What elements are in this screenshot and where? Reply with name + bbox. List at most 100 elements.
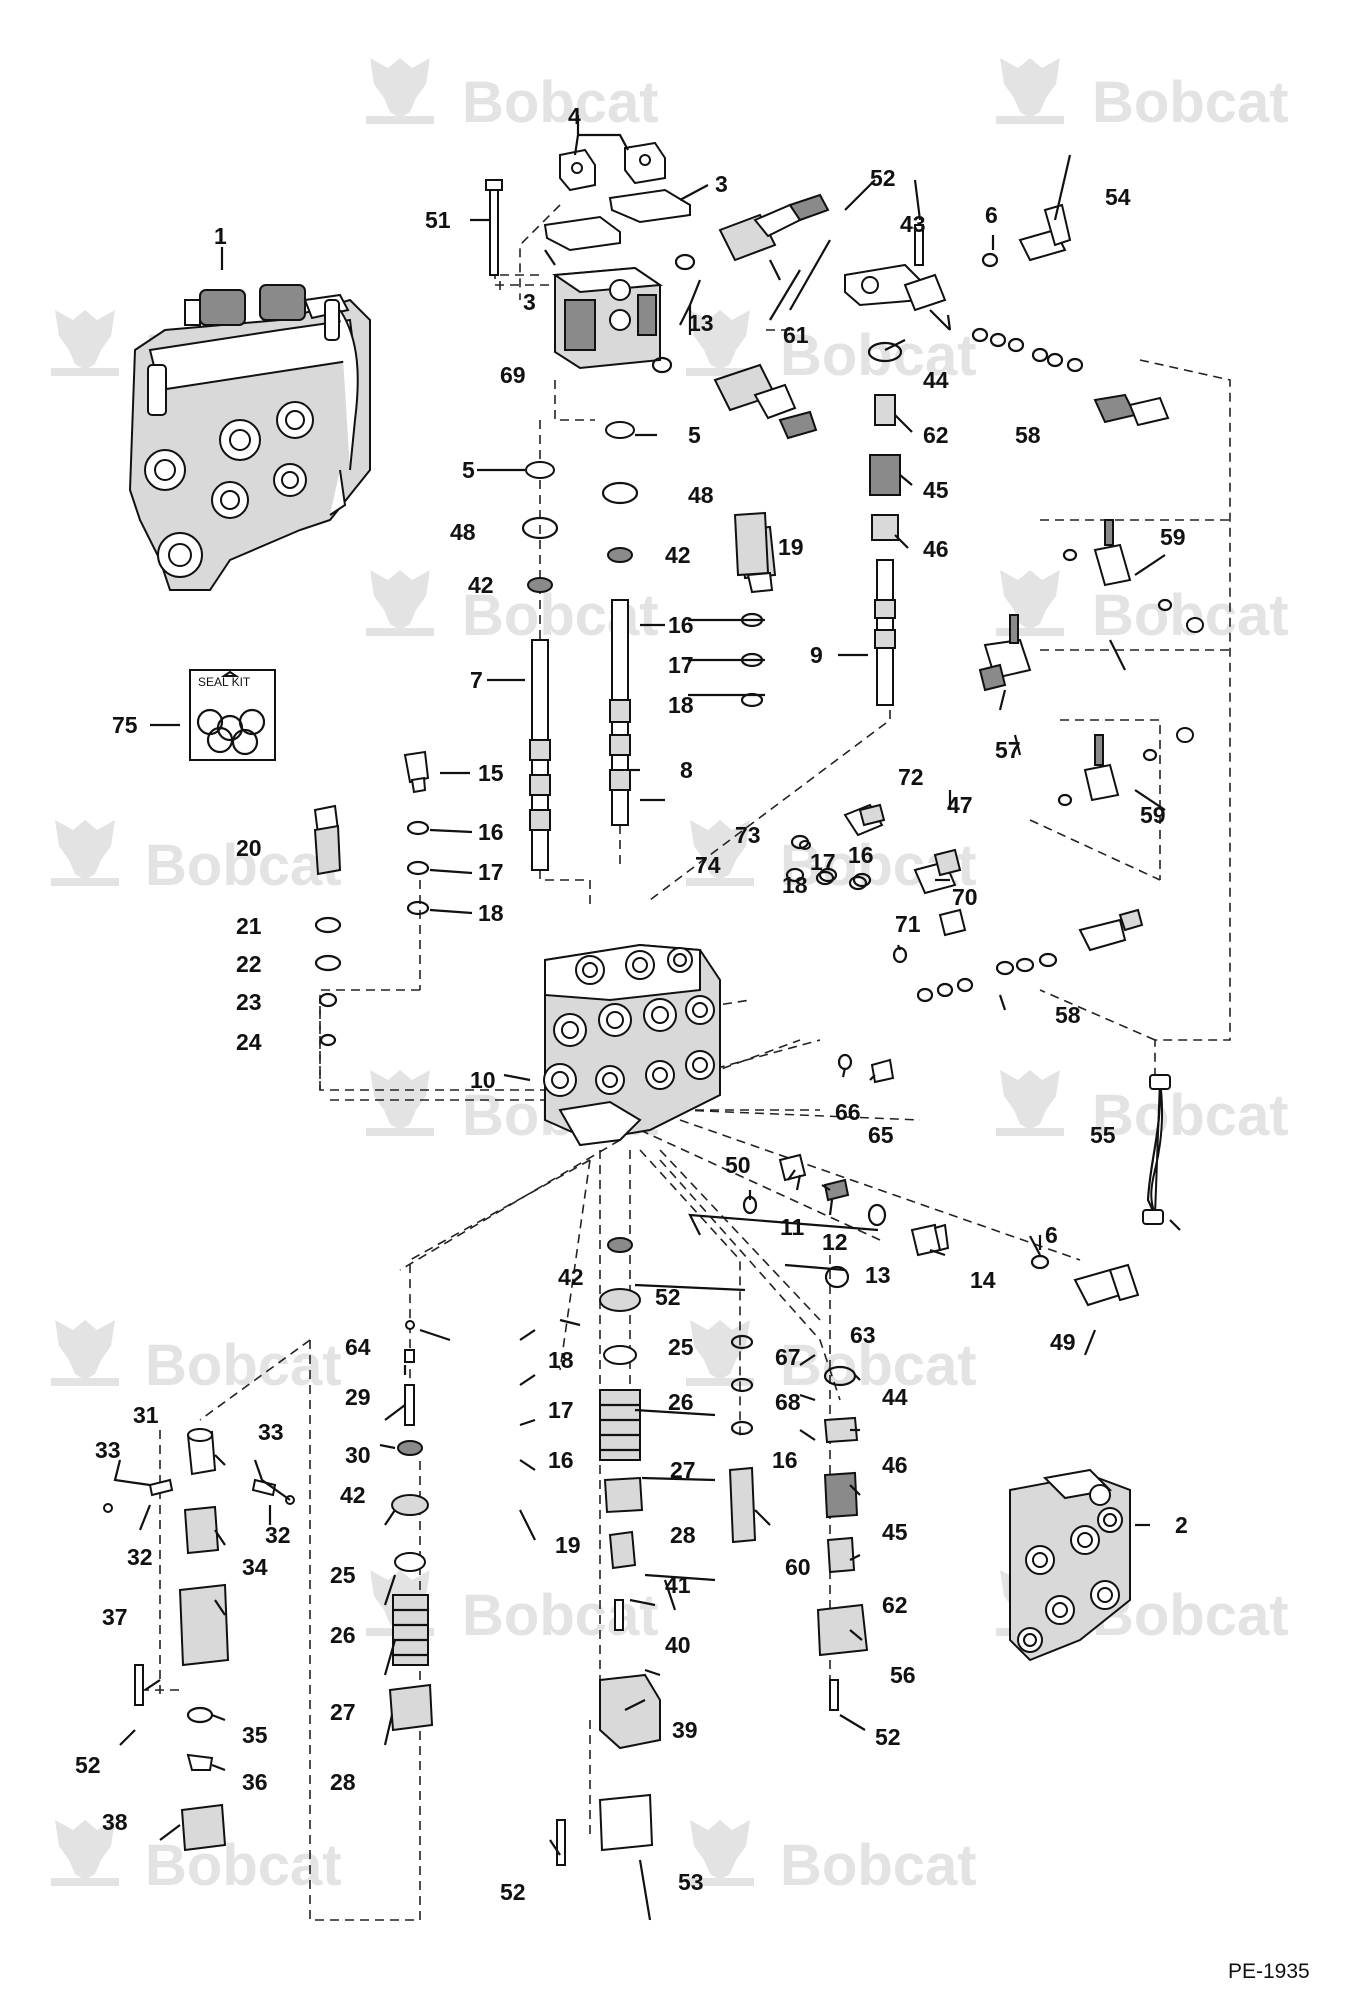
callout-44: 44 [882,1384,908,1410]
callout-17: 17 [668,652,694,678]
callout-21: 21 [236,913,262,939]
watermark-logo: Bobcat [366,58,659,135]
watermark-logo: Bobcat [51,820,342,898]
callout-61: 61 [783,322,809,348]
callout-44: 44 [923,367,949,393]
reference-code: PE-1935 [1228,1960,1310,1983]
callout-3: 3 [715,171,728,197]
callout-13: 13 [688,310,714,336]
callout-36: 36 [242,1769,268,1795]
callout-5: 5 [688,422,701,448]
callout-47: 47 [947,792,973,818]
watermark-logo: Bobcat [686,310,977,388]
callout-16: 16 [548,1447,574,1473]
callout-58: 58 [1015,422,1041,448]
callout-18: 18 [478,900,504,926]
callout-20: 20 [236,835,262,861]
callout-12: 12 [822,1229,848,1255]
callout-68: 68 [775,1389,801,1415]
callout-35: 35 [242,1722,268,1748]
watermark-logo: Bobcat [686,1820,977,1898]
callout-18: 18 [782,872,808,898]
seal-kit: SEAL KIT [189,669,276,761]
callout-49: 49 [1050,1329,1076,1355]
watermark-text: Bobcat [145,1333,342,1398]
callout-56: 56 [890,1662,916,1688]
seal-kit-title: SEAL KIT [198,675,251,689]
relief-valve-stack-left [313,804,342,1047]
watermark-logo: Bobcat [996,58,1289,135]
callout-30: 30 [345,1442,371,1468]
callout-48: 48 [688,482,714,508]
callout-57: 57 [995,737,1021,763]
callout-74: 74 [695,852,721,878]
callout-19: 19 [778,534,804,560]
callout-28: 28 [330,1769,356,1795]
callout-46: 46 [882,1452,908,1478]
callout-labels: 1 2 3 3 4 5 5 6 6 7 8 9 10 11 12 13 13 1… [75,103,1188,1905]
watermark-logo: Bobcat [996,1070,1289,1148]
callout-52: 52 [875,1724,901,1750]
callout-66: 66 [835,1099,861,1125]
callout-64: 64 [345,1334,371,1360]
callout-6: 6 [985,202,998,228]
callout-26: 26 [668,1389,694,1415]
callout-62: 62 [882,1592,908,1618]
callout-27: 27 [330,1699,356,1725]
callout-52: 52 [75,1752,101,1778]
callout-63: 63 [850,1322,876,1348]
callout-67: 67 [775,1344,801,1370]
watermark-text: Bobcat [780,323,977,388]
callout-32: 32 [127,1544,153,1570]
callout-52: 52 [870,165,896,191]
callout-41: 41 [665,1572,691,1598]
callout-23: 23 [236,989,262,1015]
callout-9: 9 [810,642,823,668]
valve-body [543,943,721,1147]
callout-39: 39 [672,1717,698,1743]
callout-52: 52 [500,1879,526,1905]
cap-assembly-left [103,1428,295,1852]
callout-7: 7 [470,667,483,693]
callout-50: 50 [725,1152,751,1178]
callout-14: 14 [970,1267,996,1293]
callout-17: 17 [810,849,836,875]
callout-25: 25 [330,1562,356,1588]
watermark-logo: Bobcat [686,1320,977,1398]
spool-stack-right [844,224,947,706]
watermark-layer: Bobcat Bobcat Bobcat Bobcat Bobcat Bobca… [51,58,1289,1898]
callout-17: 17 [548,1397,574,1423]
watermark-text: Bobcat [1092,583,1289,648]
callout-3: 3 [523,289,536,315]
callout-26: 26 [330,1622,356,1648]
watermark-text: Bobcat [780,1833,977,1898]
watermark-logo: Bobcat [51,1320,342,1398]
callout-43: 43 [900,211,926,237]
callout-4: 4 [568,103,581,129]
callout-2: 2 [1175,1512,1188,1538]
callout-59: 59 [1140,802,1166,828]
callout-16: 16 [848,842,874,868]
callout-69: 69 [500,362,526,388]
callout-59: 59 [1160,524,1186,550]
callout-24: 24 [236,1029,262,1055]
callout-42: 42 [665,542,691,568]
callout-73: 73 [735,822,761,848]
callout-42: 42 [340,1482,366,1508]
spool-stack-bottom-right [728,1334,869,1711]
callout-16: 16 [772,1447,798,1473]
watermark-text: Bobcat [145,1833,342,1898]
watermark-text: Bobcat [462,70,659,135]
solenoid-group-top [485,141,830,594]
leader-lines [113,115,1181,1921]
callout-60: 60 [785,1554,811,1580]
callout-15: 15 [478,760,504,786]
callout-18: 18 [668,692,694,718]
callout-25: 25 [668,1334,694,1360]
callout-62: 62 [923,422,949,448]
callout-6: 6 [1045,1222,1058,1248]
spring-stack-left [388,1320,434,1732]
callout-33: 33 [95,1437,121,1463]
callout-72: 72 [898,764,924,790]
